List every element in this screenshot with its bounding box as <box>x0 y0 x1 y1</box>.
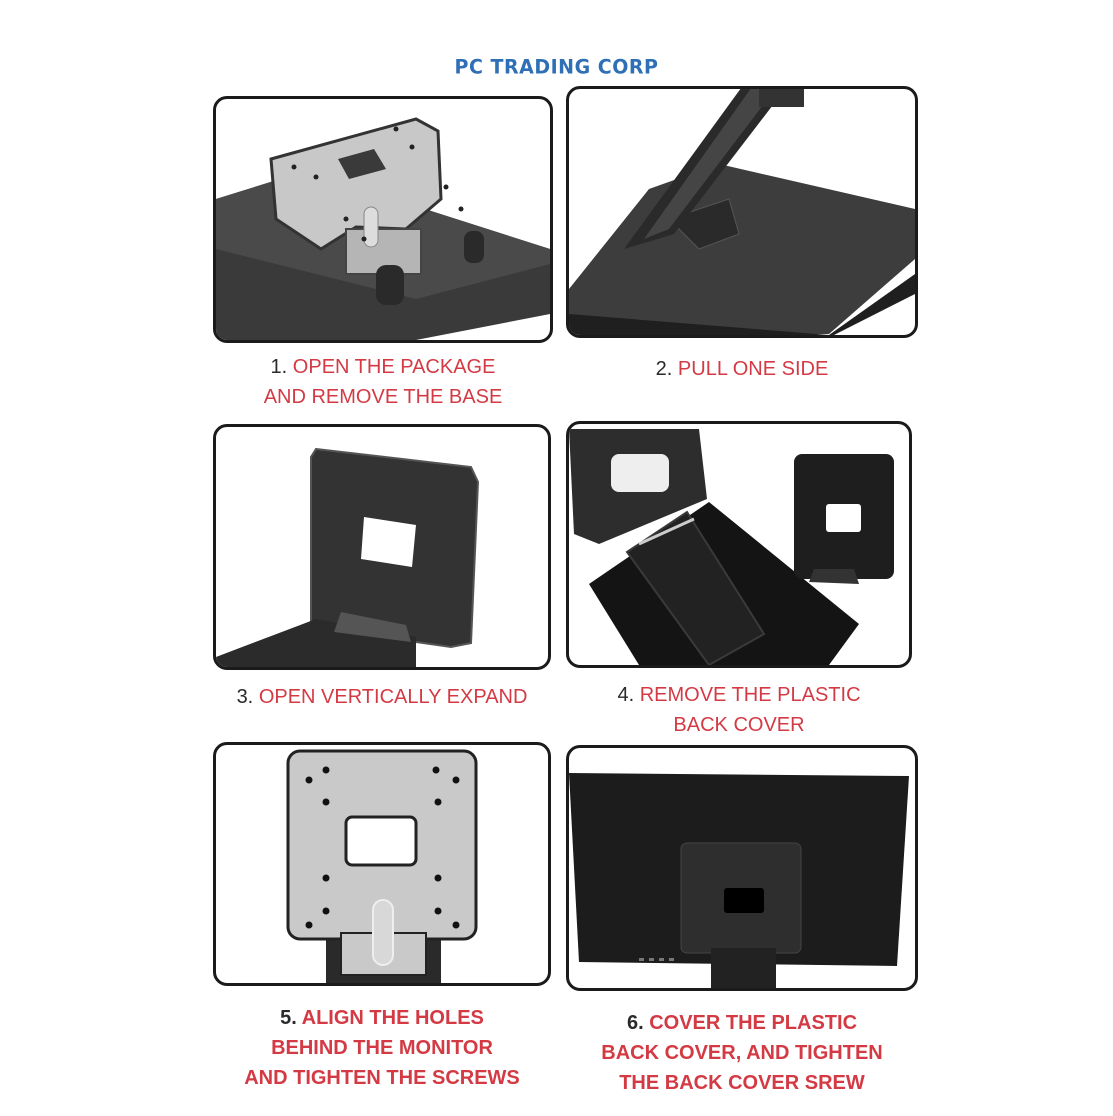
step-2-caption: 2. PULL ONE SIDE <box>655 358 829 380</box>
step-5-image <box>213 742 551 986</box>
step-2-image <box>566 86 918 338</box>
step-6-image <box>566 745 918 991</box>
step-1-image <box>213 96 553 343</box>
step-4-caption: 4. REMOVE THE PLASTIC BACK COVER <box>617 684 861 736</box>
step-5-caption: 5. ALIGN THE HOLES BEHIND THE MONITOR AN… <box>244 1007 520 1089</box>
step-6-caption: 6. COVER THE PLASTIC BACK COVER, AND TIG… <box>601 1012 883 1094</box>
step-4-image <box>566 421 912 668</box>
step-3-image <box>213 424 551 670</box>
step-3-caption: 3. OPEN VERTICALLY EXPAND <box>236 686 528 708</box>
step-1-caption: 1. OPEN THE PACKAGE AND REMOVE THE BASE <box>263 356 503 408</box>
brand-title: PC TRADING CORP <box>454 55 659 79</box>
